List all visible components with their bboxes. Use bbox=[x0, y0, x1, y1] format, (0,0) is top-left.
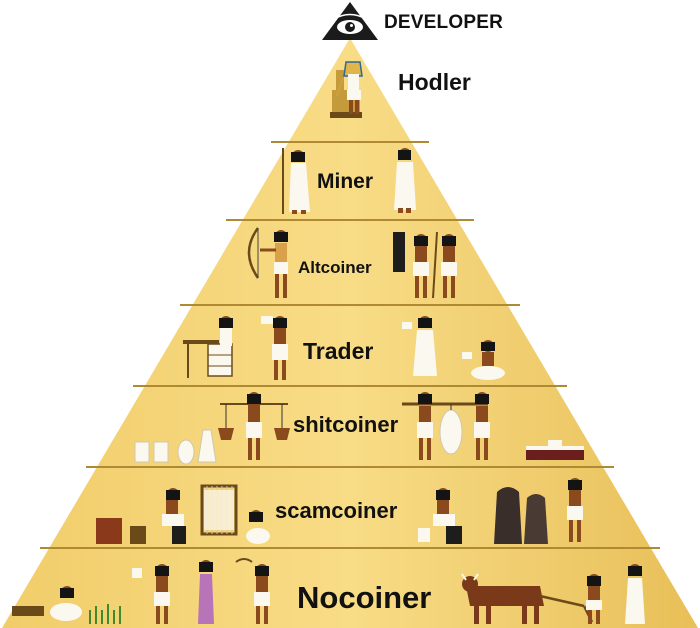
loom-figure bbox=[200, 484, 270, 544]
tier-dividers bbox=[40, 141, 660, 549]
tier-label-trader: Trader bbox=[303, 338, 374, 364]
oxen-plough-figure bbox=[461, 573, 602, 624]
carpenter-figure bbox=[96, 488, 186, 544]
tier-label-altcoiner: Altcoiner bbox=[298, 258, 372, 277]
seated-scribe-figure bbox=[462, 340, 505, 380]
apex-label: DEVELOPER bbox=[384, 12, 503, 33]
noble-figure bbox=[394, 148, 416, 213]
sculptor-figure bbox=[567, 478, 583, 542]
pharaoh-figure bbox=[330, 61, 363, 118]
harvest-field bbox=[89, 604, 121, 624]
tier-label-scamcoiner: scamcoiner bbox=[275, 498, 398, 523]
cloth-bundle bbox=[526, 440, 584, 460]
pottery-group bbox=[134, 429, 217, 465]
soldiers-group bbox=[393, 231, 457, 299]
statues-figure bbox=[494, 487, 548, 544]
scribe-desk-figure bbox=[183, 316, 233, 378]
tier-label-hodler: Hodler bbox=[398, 69, 471, 95]
tier-label-shitcoiner: shitcoiner bbox=[293, 412, 399, 437]
tier-label-miner: Miner bbox=[317, 170, 374, 193]
craftsman-figure bbox=[418, 488, 462, 544]
archer-figure bbox=[247, 227, 288, 298]
vizier-figure bbox=[282, 148, 310, 214]
scroll-bearer-figure bbox=[261, 316, 288, 380]
porters-figure bbox=[402, 392, 490, 460]
merchant-figure bbox=[402, 316, 437, 376]
tier-label-nocoiner: Nocoiner bbox=[297, 580, 432, 615]
scale-bearer-figure bbox=[218, 392, 290, 460]
grinder-figure bbox=[12, 586, 82, 621]
farmers-group bbox=[132, 558, 270, 624]
all-seeing-eye-icon bbox=[322, 2, 378, 40]
pyramid-body bbox=[2, 38, 698, 628]
herder-figure bbox=[625, 564, 645, 624]
